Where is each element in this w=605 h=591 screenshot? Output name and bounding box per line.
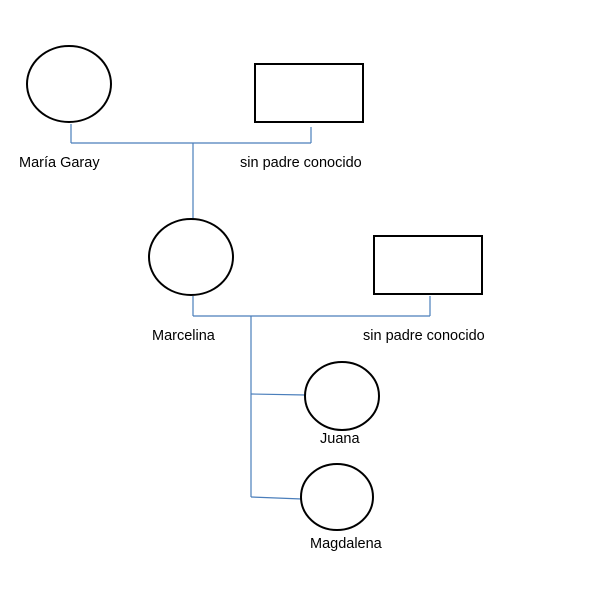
label-maria-garay: María Garay [19,155,100,171]
label-juana: Juana [320,431,360,447]
connectors-generation-1 [70,124,312,219]
person-juana: Juana [304,361,380,447]
female-circle-magdalena [300,463,374,531]
person-father-1: sin padre conocido [240,63,364,171]
person-marcelina: Marcelina [148,218,234,344]
person-maria-garay: María Garay [19,45,112,171]
connectors-generation-2 [192,296,431,500]
female-circle-juana [304,361,380,431]
person-father-2: sin padre conocido [363,235,485,344]
connector-to-juana [250,393,307,396]
male-rectangle-father-1 [254,63,364,123]
label-father-2: sin padre conocido [363,328,485,344]
connector-to-magdalena [250,496,303,500]
female-circle-marcelina [148,218,234,296]
male-rectangle-father-2 [373,235,483,295]
label-marcelina: Marcelina [152,328,216,344]
female-circle-maria-garay [26,45,112,123]
person-magdalena: Magdalena [300,463,383,552]
label-magdalena: Magdalena [310,536,383,552]
label-father-1: sin padre conocido [240,155,362,171]
